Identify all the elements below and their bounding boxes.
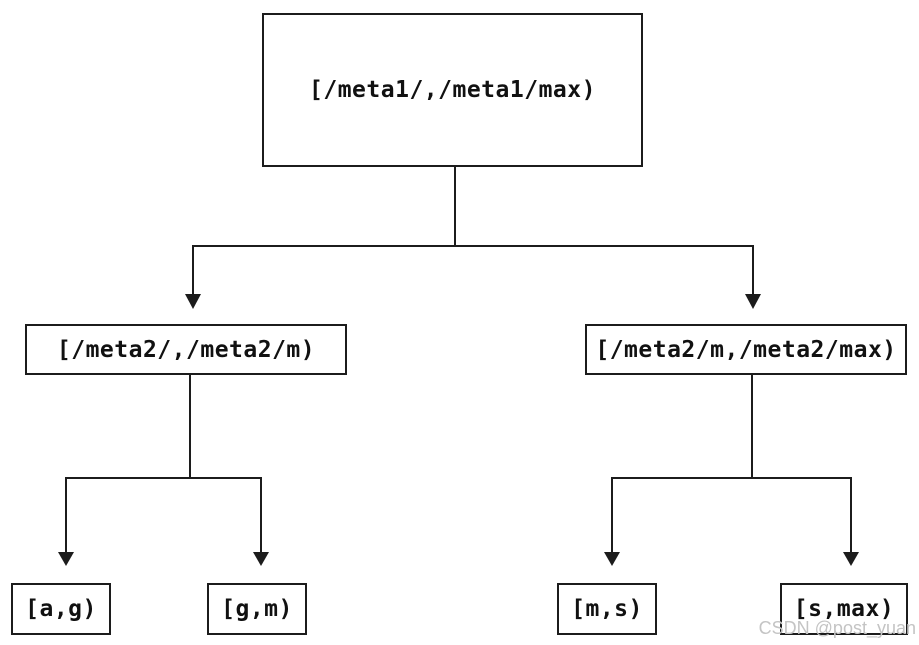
node-label: [/meta2/,/meta2/m) xyxy=(56,336,316,363)
node-range-m-s: [m,s) xyxy=(557,583,657,635)
node-range-a-g: [a,g) xyxy=(11,583,111,635)
arrowhead-left1-icon xyxy=(58,552,74,566)
arrowhead-left2-icon xyxy=(253,552,269,566)
arrowhead-level2-right-icon xyxy=(745,294,761,309)
arrowhead-right1-icon xyxy=(604,552,620,566)
node-label: [/meta2/m,/meta2/max) xyxy=(595,336,897,363)
node-label: [m,s) xyxy=(571,596,643,622)
node-meta2-lower-range: [/meta2/,/meta2/m) xyxy=(25,324,347,375)
node-label: [/meta1/,/meta1/max) xyxy=(309,77,596,103)
arrowhead-right2-icon xyxy=(843,552,859,566)
node-meta1-range: [/meta1/,/meta1/max) xyxy=(262,13,643,167)
arrowhead-level2-left-icon xyxy=(185,294,201,309)
node-range-s-max: [s,max) xyxy=(780,583,908,635)
node-label: [g,m) xyxy=(221,596,293,622)
csdn-watermark: CSDN @post_yuan xyxy=(758,618,916,638)
node-label: [s,max) xyxy=(793,596,895,622)
node-label: [a,g) xyxy=(25,596,97,622)
node-range-g-m: [g,m) xyxy=(207,583,307,635)
node-meta2-upper-range: [/meta2/m,/meta2/max) xyxy=(585,324,907,375)
